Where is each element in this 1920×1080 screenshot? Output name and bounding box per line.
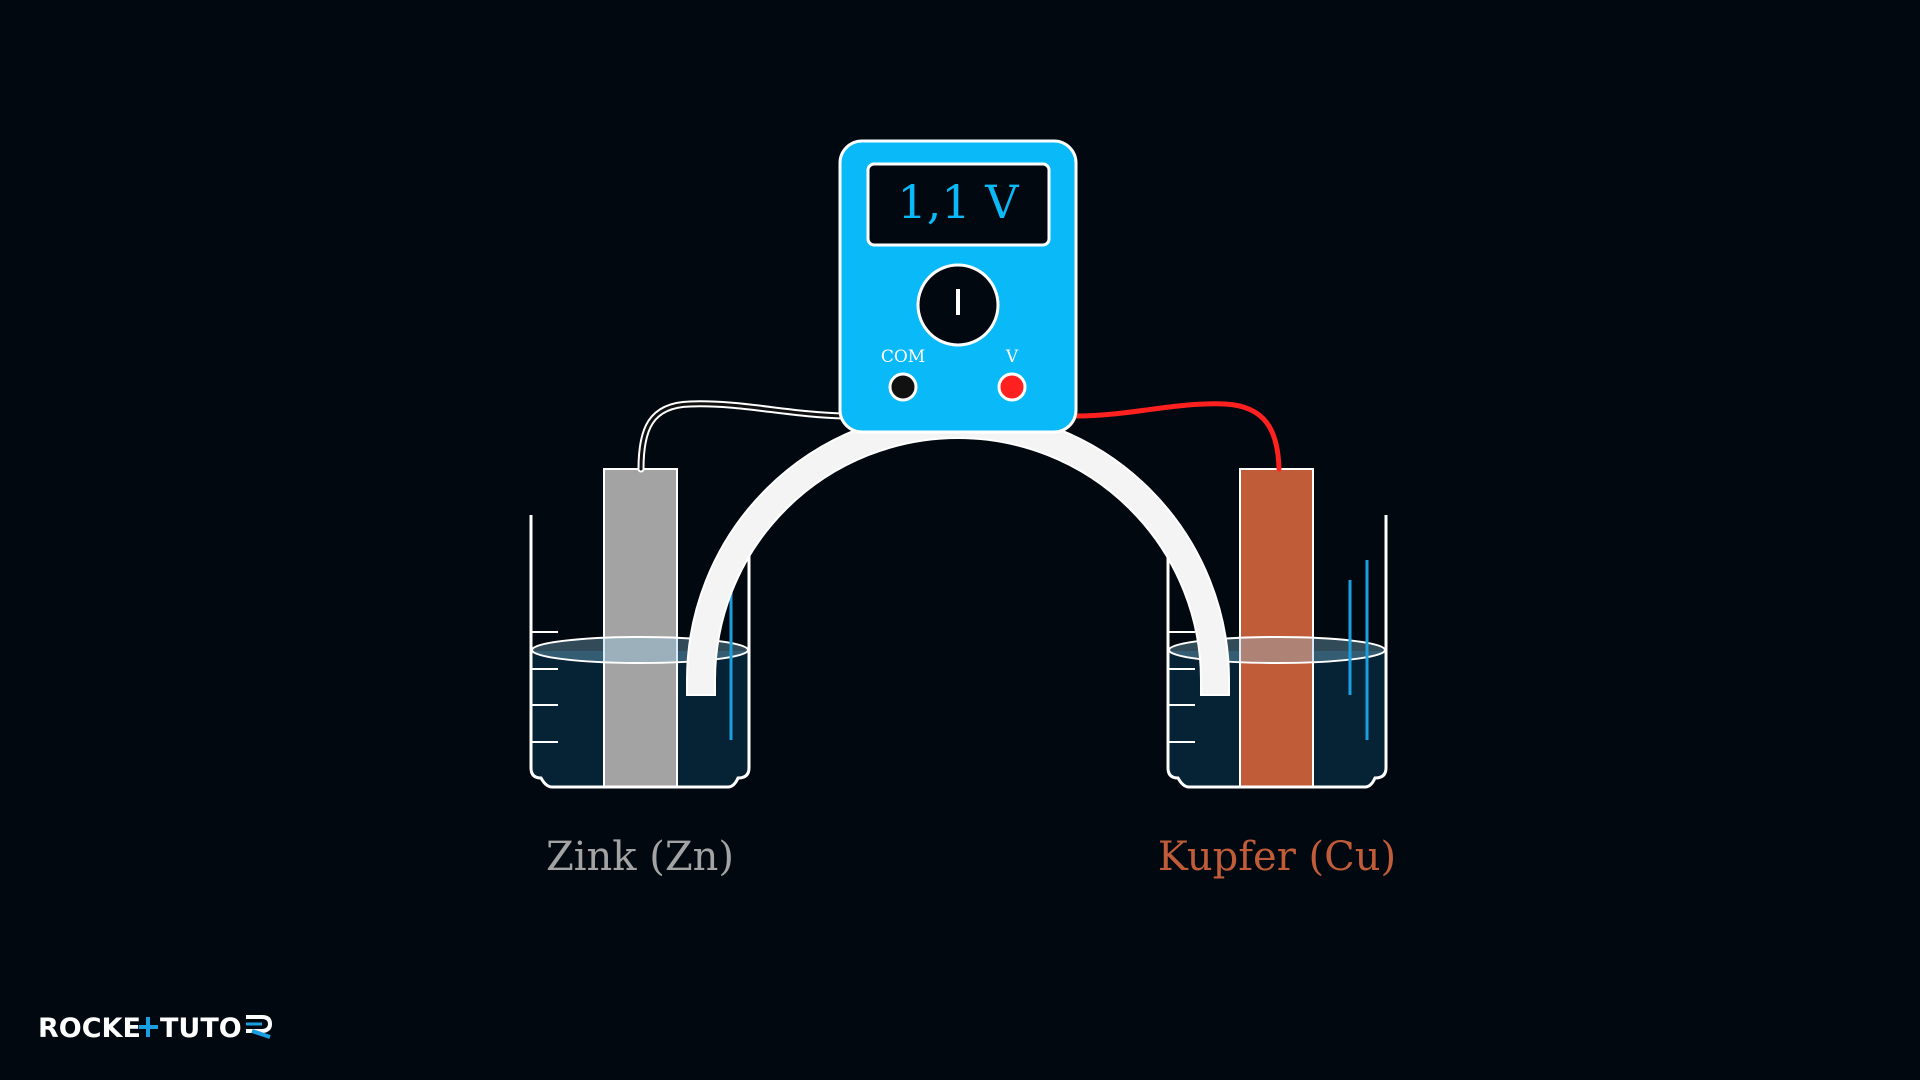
zinc-beaker-scale — [531, 631, 558, 743]
zinc-label: Zink (Zn) — [546, 834, 734, 880]
rocket-tutor-logo: ROCKE TUTO — [38, 1013, 273, 1044]
v-label: V — [1005, 347, 1019, 367]
voltmeter-display — [866, 162, 1051, 247]
salt-bridge — [686, 409, 1230, 696]
voltmeter: 1,1 V COM V — [838, 139, 1078, 434]
v-jack[interactable] — [997, 372, 1027, 402]
logo-cross-icon — [139, 1017, 158, 1037]
black-wire — [637, 400, 849, 473]
zinc-electrode — [603, 468, 678, 788]
zinc-beaker — [529, 515, 751, 789]
copper-electrode — [1239, 468, 1314, 788]
voltmeter-reading: 1,1 V — [898, 175, 1020, 229]
com-jack[interactable] — [888, 372, 918, 402]
copper-beaker-scale — [1168, 631, 1195, 743]
copper-beaker — [1166, 515, 1388, 789]
logo-text-left: ROCKE — [38, 1013, 141, 1044]
red-wire — [1073, 401, 1282, 472]
copper-label: Kupfer (Cu) — [1158, 834, 1396, 880]
com-label: COM — [881, 347, 925, 367]
logo-r-icon — [246, 1015, 273, 1039]
copper-beaker-reflection — [1348, 560, 1369, 740]
logo-text-right: TUTO — [160, 1013, 242, 1044]
